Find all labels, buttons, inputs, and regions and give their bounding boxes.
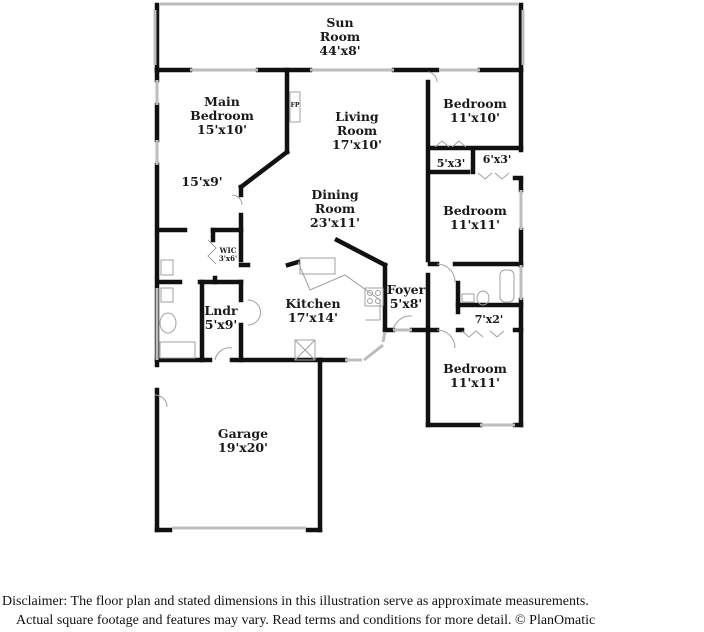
disclaimer-line-1: Disclaimer: The floor plan and stated di… bbox=[2, 594, 589, 609]
room-label-bedroom-3: Bedroom 11'x11' bbox=[443, 361, 507, 390]
room-label-closet-1: 5'x3' bbox=[436, 157, 466, 170]
floor-plan-drawing bbox=[153, 2, 525, 533]
room-label-main-bedroom-area: 15'x9' bbox=[181, 174, 223, 189]
room-label-foyer: Foyer 5'x8' bbox=[386, 282, 426, 311]
disclaimer-footer: Disclaimer: The floor plan and stated di… bbox=[0, 592, 704, 630]
disclaimer-line-2: Actual square footage and features may v… bbox=[16, 613, 596, 628]
walls bbox=[154, 2, 524, 533]
fireplace-label: FP bbox=[290, 102, 300, 109]
room-label-main-bedroom: Main Bedroom 15'x10' bbox=[190, 94, 254, 137]
room-label-closet-2: 6'x3' bbox=[482, 153, 512, 166]
room-label-kitchen: Kitchen 17'x14' bbox=[285, 296, 341, 325]
windows bbox=[153, 2, 525, 530]
room-label-bedroom-2: Bedroom 11'x11' bbox=[443, 203, 507, 232]
room-label-laundry: Lndr 5'x9' bbox=[204, 303, 238, 332]
fixtures bbox=[154, 71, 515, 408]
room-label-dining-room: Dining Room 23'x11' bbox=[310, 187, 360, 230]
room-label-wic: WIC 3'x6' bbox=[218, 246, 238, 263]
fireplace-box bbox=[289, 91, 301, 123]
room-label-garage: Garage 19'x20' bbox=[217, 426, 269, 455]
room-label-sun-room: Sun Room 44'x8' bbox=[319, 15, 361, 58]
room-label-living-room: Living Room 17'x10' bbox=[332, 109, 382, 152]
room-label-closet-3: 7'x2' bbox=[474, 313, 504, 326]
room-label-bedroom-1: Bedroom 11'x10' bbox=[443, 96, 507, 125]
